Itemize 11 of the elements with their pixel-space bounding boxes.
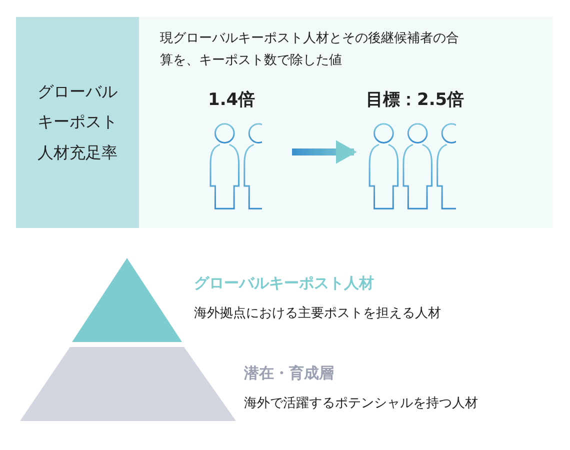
tier-title: グローバルキーポスト人材 [194,273,375,294]
tier-title: 潜在・育成層 [244,363,335,384]
definition-panel [139,17,553,228]
label-panel [16,17,139,228]
tier-description: 海外拠点における主要ポストを担える人材 [194,304,441,322]
ratio-value: 1.4倍 [208,89,256,112]
ratio-value: 目標：2.5倍 [366,89,464,112]
panel-title: グローバルキーポスト人材充足率 [36,80,118,164]
tier-description: 海外で活躍するポテンシャルを持つ人材 [244,394,478,412]
definition-text: 現グローバルキーポスト人材とその後継候補者の合算を、キーポスト数で除した値 [160,30,460,70]
arrow [292,140,357,164]
